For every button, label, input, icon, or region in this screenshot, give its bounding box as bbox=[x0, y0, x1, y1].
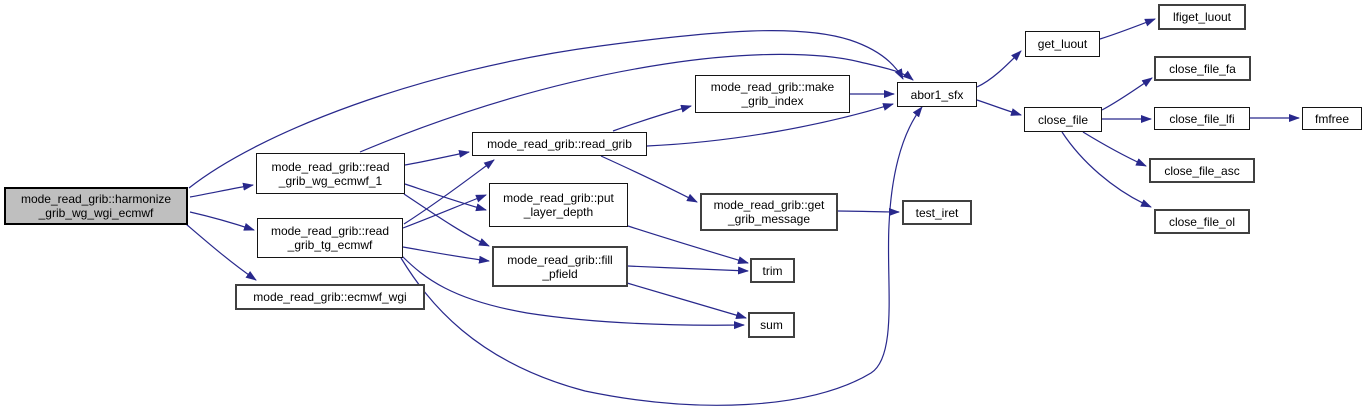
node-label: _grib_wg_ecmwf_1 bbox=[278, 173, 383, 188]
node-label: _layer_depth bbox=[523, 205, 594, 219]
edge-read_grib_tg_ecmwf-to-fill_pfield bbox=[402, 246, 490, 264]
edge-read_grib_wg_ecmwf_1-to-abor1_sfx bbox=[359, 53, 914, 153]
edge-read_grib-to-abor1_sfx bbox=[646, 103, 894, 147]
edge-harmonize_grib_wg_wgi_ecmwf-to-read_grib_tg_ecmwf bbox=[189, 211, 255, 231]
node-test_iret[interactable]: test_iret bbox=[902, 200, 972, 225]
node-trim[interactable]: trim bbox=[750, 258, 795, 283]
node-put_layer_depth[interactable]: mode_read_grib::put_layer_depth bbox=[489, 183, 628, 227]
node-label: mode_read_grib::put bbox=[503, 191, 614, 205]
node-label: close_file bbox=[1037, 112, 1089, 127]
node-read_grib[interactable]: mode_read_grib::read_grib bbox=[472, 132, 647, 156]
edge-read_grib-to-get_grib_message bbox=[600, 155, 698, 203]
node-label: mode_read_grib::read_grib bbox=[487, 137, 632, 151]
node-label: _grib_wg_wgi_ecmwf bbox=[38, 206, 154, 220]
edge-get_grib_message-to-test_iret bbox=[837, 207, 900, 216]
node-label: close_file_asc bbox=[1164, 163, 1240, 178]
edge-abor1_sfx-to-close_file bbox=[976, 99, 1022, 116]
edge-read_grib_wg_ecmwf_1-to-put_layer_depth bbox=[404, 183, 487, 212]
edge-read_grib_wg_ecmwf_1-to-fill_pfield bbox=[403, 193, 490, 247]
node-label: lfiget_luout bbox=[1172, 10, 1232, 24]
edge-harmonize_grib_wg_wgi_ecmwf-to-read_grib_wg_ecmwf_1 bbox=[189, 182, 254, 198]
edge-read_grib_tg_ecmwf-to-read_grib bbox=[403, 159, 495, 225]
node-fill_pfield[interactable]: mode_read_grib::fill_pfield bbox=[492, 246, 628, 287]
node-sum[interactable]: sum bbox=[748, 312, 795, 338]
node-label: mode_read_grib::make bbox=[710, 80, 835, 94]
edge-read_grib_tg_ecmwf-to-abor1_sfx bbox=[400, 106, 923, 406]
node-lfiget_luout[interactable]: lfiget_luout bbox=[1158, 4, 1246, 30]
edge-read_grib-to-make_grib_index bbox=[612, 104, 692, 132]
node-get_grib_message[interactable]: mode_read_grib::get_grib_message bbox=[700, 193, 838, 231]
node-ecmwf_wgi[interactable]: mode_read_grib::ecmwf_wgi bbox=[235, 284, 425, 310]
edge-group bbox=[185, 18, 1300, 406]
node-label: _grib_tg_ecmwf bbox=[287, 238, 373, 252]
edge-harmonize_grib_wg_wgi_ecmwf-to-ecmwf_wgi bbox=[185, 223, 257, 281]
node-label: close_file_fa bbox=[1169, 61, 1236, 76]
edge-abor1_sfx-to-get_luout bbox=[976, 50, 1022, 88]
node-read_grib_wg_ecmwf_1[interactable]: mode_read_grib::read_grib_wg_ecmwf_1 bbox=[256, 153, 405, 194]
node-label: mode_read_grib::read bbox=[270, 224, 390, 238]
node-label: _grib_index bbox=[741, 94, 804, 108]
node-abor1_sfx[interactable]: abor1_sfx bbox=[897, 82, 977, 107]
edge-read_grib_wg_ecmwf_1-to-read_grib bbox=[404, 149, 470, 166]
node-label: sum bbox=[760, 318, 783, 332]
node-label: get_luout bbox=[1037, 37, 1088, 51]
node-close_file_ol[interactable]: close_file_ol bbox=[1154, 209, 1250, 234]
edge-fill_pfield-to-sum bbox=[626, 282, 747, 319]
node-label: close_file_ol bbox=[1168, 214, 1236, 229]
node-label: mode_read_grib::get bbox=[713, 198, 825, 212]
node-label: mode_read_grib::ecmwf_wgi bbox=[253, 290, 407, 304]
node-close_file_fa[interactable]: close_file_fa bbox=[1154, 56, 1251, 81]
node-label: mode_read_grib::fill bbox=[507, 252, 613, 267]
node-label: _grib_message bbox=[727, 212, 811, 226]
node-read_grib_tg_ecmwf[interactable]: mode_read_grib::read_grib_tg_ecmwf bbox=[257, 218, 403, 258]
node-label: close_file_lfi bbox=[1169, 111, 1235, 126]
edge-fill_pfield-to-trim bbox=[627, 265, 749, 275]
node-close_file_lfi[interactable]: close_file_lfi bbox=[1154, 107, 1250, 130]
node-label: trim bbox=[762, 263, 783, 278]
node-label: fmfree bbox=[1314, 111, 1349, 126]
node-label: abor1_sfx bbox=[910, 87, 964, 102]
node-get_luout[interactable]: get_luout bbox=[1025, 31, 1100, 57]
node-label: _pfield bbox=[542, 266, 578, 281]
node-label: mode_read_grib::harmonize bbox=[20, 192, 172, 206]
edge-read_grib_tg_ecmwf-to-sum bbox=[401, 255, 745, 330]
edge-read_grib_tg_ecmwf-to-put_layer_depth bbox=[402, 194, 487, 229]
edge-get_luout-to-lfiget_luout bbox=[1099, 18, 1156, 40]
node-fmfree[interactable]: fmfree bbox=[1302, 107, 1362, 130]
edge-close_file-to-close_file_ol bbox=[1061, 131, 1152, 208]
node-harmonize_grib_wg_wgi_ecmwf[interactable]: mode_read_grib::harmonize_grib_wg_wgi_ec… bbox=[4, 187, 188, 225]
edge-close_file-to-close_file_asc bbox=[1082, 131, 1147, 167]
node-close_file_asc[interactable]: close_file_asc bbox=[1149, 158, 1255, 183]
edge-put_layer_depth-to-trim bbox=[627, 225, 749, 264]
edge-close_file-to-close_file_fa bbox=[1101, 77, 1153, 111]
node-make_grib_index[interactable]: mode_read_grib::make_grib_index bbox=[695, 75, 850, 113]
node-label: test_iret bbox=[915, 205, 959, 220]
edge-harmonize_grib_wg_wgi_ecmwf-to-abor1_sfx bbox=[188, 30, 904, 189]
node-label: mode_read_grib::read bbox=[271, 159, 390, 174]
node-close_file[interactable]: close_file bbox=[1024, 107, 1102, 132]
